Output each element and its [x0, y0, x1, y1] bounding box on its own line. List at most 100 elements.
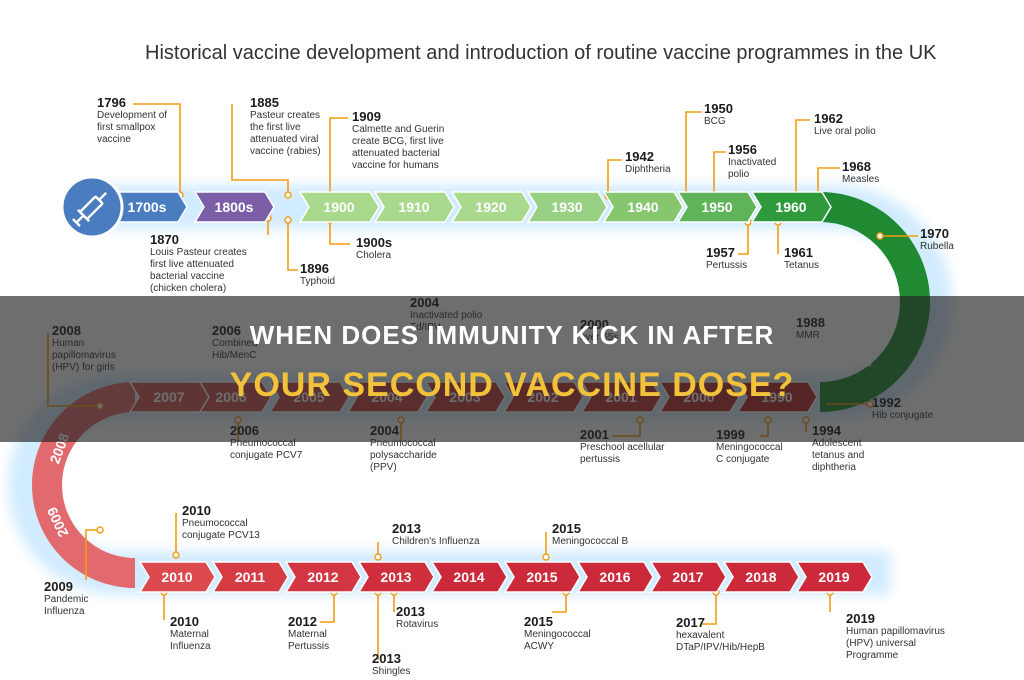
timeline-segment-2013: 2013: [357, 561, 435, 593]
timeline-segment-shape: [450, 191, 532, 223]
event-description: Tetanus: [784, 260, 820, 271]
event-year: 2019: [846, 611, 875, 626]
timeline-segment-shape: [795, 561, 873, 593]
timeline-segment-1910: 1910: [373, 191, 455, 223]
event-year: 1970: [920, 226, 949, 241]
timeline-segment-2014: 2014: [430, 561, 508, 593]
timeline-segment-1800s: 1800s: [193, 191, 275, 223]
event-year: 1900s: [356, 235, 393, 250]
timeline-segment-1930: 1930: [526, 191, 608, 223]
timeline-segment-2017: 2017: [649, 561, 727, 593]
timeline-segment-label: 1700s: [128, 199, 167, 215]
timeline-segment-label: 1960: [775, 199, 806, 215]
timeline-segment-shape: [138, 561, 216, 593]
event-description: Pertussis: [706, 260, 748, 271]
timeline-segment-1950: 1950: [676, 191, 758, 223]
timeline-segment-label: 2012: [307, 569, 338, 585]
event-description: Pandemic Influenza: [44, 594, 89, 617]
timeline-segment-label: 2017: [672, 569, 703, 585]
headline-line-1: WHEN DOES IMMUNITY KICK IN AFTER: [249, 320, 775, 350]
timeline-segment-1900: 1900: [298, 191, 380, 223]
timeline-segment-label: 1900: [323, 199, 354, 215]
event-description: Diphtheria: [625, 164, 671, 175]
event-year: 2010: [182, 503, 211, 518]
event-description: Cholera: [356, 250, 392, 261]
event-description: hexavalent DTaP/IPV/Hib/HepB: [676, 630, 765, 653]
event-year: 2017: [676, 615, 705, 630]
timeline-segment-2012: 2012: [284, 561, 362, 593]
event-year: 1950: [704, 101, 733, 116]
event-description: Human papillomavirus (HPV) universal Pro…: [846, 626, 945, 661]
event-year: 1961: [784, 245, 813, 260]
timeline-segment-label: 2016: [599, 569, 630, 585]
event-year: 1957: [706, 245, 735, 260]
event-description: Maternal Influenza: [170, 629, 211, 652]
event-year: 1796: [97, 95, 126, 110]
event-description: Pneumococcal conjugate PCV13: [182, 518, 260, 541]
event-year: 2015: [552, 521, 581, 536]
timeline-segment-label: 1920: [475, 199, 506, 215]
headline-line-2: YOUR SECOND VACCINE DOSE?: [229, 366, 795, 404]
timeline-segment-label: 1940: [627, 199, 658, 215]
event-description: Rubella: [920, 241, 954, 252]
event-year: 1909: [352, 109, 381, 124]
timeline-segment-label: 2015: [526, 569, 557, 585]
timeline-segment-label: 2013: [380, 569, 411, 585]
timeline-segment-shape: [722, 561, 800, 593]
event-description: Meningococcal B: [552, 536, 629, 547]
event-year: 2012: [288, 614, 317, 629]
event-year: 1968: [842, 159, 871, 174]
event-description: Development of first smallpox vaccine: [97, 110, 168, 145]
event-year: 1896: [300, 261, 329, 276]
timeline-segment-label: 2018: [745, 569, 776, 585]
event-description: Typhoid: [300, 276, 336, 287]
event-description: Inactivated polio: [728, 157, 777, 180]
timeline-segment-1940: 1940: [602, 191, 684, 223]
event-description: Pasteur creates the first live attenuate…: [250, 110, 321, 157]
event-description: Children's Influenza: [392, 536, 480, 547]
timeline-segment-2011: 2011: [211, 561, 289, 593]
event-year: 2015: [524, 614, 553, 629]
timeline-segment-2010: 2010: [138, 561, 216, 593]
timeline-segment-label: 2011: [235, 569, 266, 585]
timeline-segment-2015: 2015: [503, 561, 581, 593]
timeline-segment-shape: [298, 191, 380, 223]
timeline-segment-shape: [649, 561, 727, 593]
timeline-segment-shape: [430, 561, 508, 593]
timeline-segment-shape: [676, 191, 758, 223]
event-year: 2010: [170, 614, 199, 629]
timeline-segment-2019: 2019: [795, 561, 873, 593]
event-year: 2013: [392, 521, 421, 536]
event-year: 1885: [250, 95, 279, 110]
timeline-segment-2018: 2018: [722, 561, 800, 593]
event-year: 1870: [150, 232, 179, 247]
timeline-segment-label: 2014: [453, 569, 484, 585]
event-year: 2013: [396, 604, 425, 619]
event-description: BCG: [704, 116, 726, 127]
event-description: Pneumococcal conjugate PCV7: [230, 438, 303, 461]
timeline-segment-shape: [526, 191, 608, 223]
timeline-segment-label: 1930: [551, 199, 582, 215]
timeline-segment-1960: 1960: [750, 191, 832, 223]
event-description: Louis Pasteur creates first live attenua…: [150, 247, 247, 294]
